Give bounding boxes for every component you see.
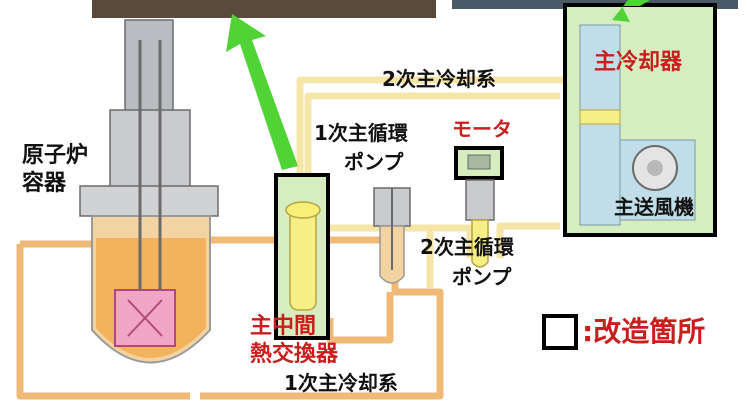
ihx-label-line1: 主中間: [250, 314, 317, 339]
primary-coolant-system-label: 1次主冷却系: [284, 371, 398, 395]
secondary-coolant-system-label: 2次主冷却系: [382, 67, 496, 91]
secondary-pump-label-line2: ポンプ: [452, 265, 512, 289]
main-blower-label: 主送風機: [614, 195, 694, 219]
main-cooler-label: 主冷却器: [594, 50, 683, 75]
ihx-label-line2: 熱交換器: [250, 342, 339, 367]
secondary-pump: [465, 179, 495, 268]
intermediate-heat-exchanger: [274, 173, 330, 340]
photo-strip-left: [92, 0, 436, 18]
primary-pump-label-line2: ポンプ: [344, 150, 404, 174]
legend-modified-box: [542, 314, 578, 350]
main-cooler: [563, 3, 717, 237]
reactor-vessel-label-line1: 原子炉: [22, 143, 89, 168]
primary-pump-label-line1: 1次主循環: [314, 121, 408, 145]
primary-pump: [373, 187, 411, 284]
reactor-vessel: [79, 19, 219, 364]
arrows: [226, 0, 650, 170]
reactor-vessel-label-line2: 容器: [22, 171, 67, 196]
secondary-pump-label-line1: 2次主循環: [420, 235, 514, 259]
motor-label: モータ: [452, 117, 512, 141]
motor: [454, 146, 504, 180]
legend-text: :改造箇所: [582, 315, 706, 348]
